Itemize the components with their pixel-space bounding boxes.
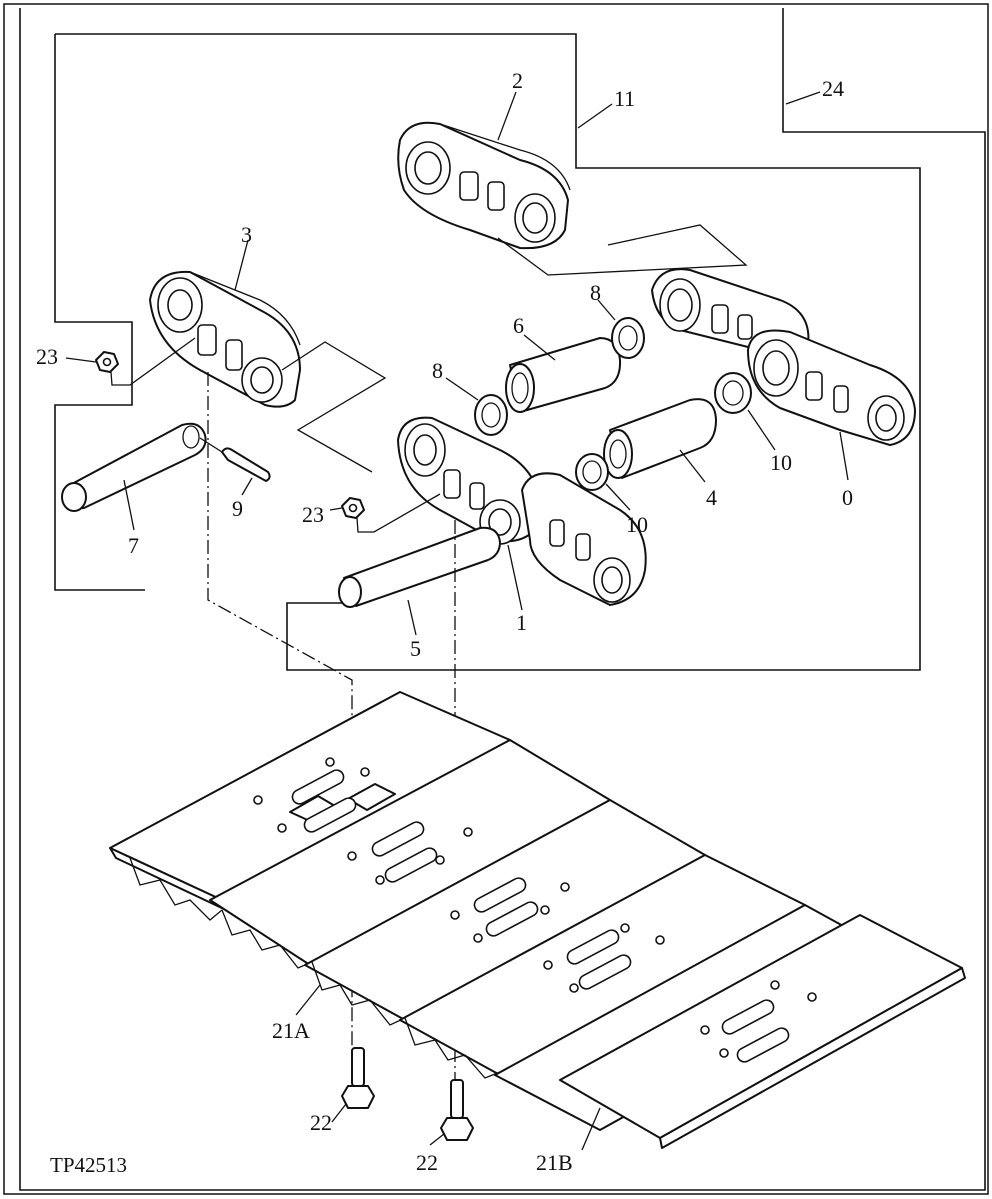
callout-11: 11 bbox=[614, 86, 635, 111]
track-shoe-21b bbox=[559, 914, 966, 1149]
callout-0: 0 bbox=[842, 485, 853, 510]
callout-22-right: 22 bbox=[416, 1150, 438, 1175]
track-link-0 bbox=[747, 329, 916, 446]
seal-8-left bbox=[474, 394, 508, 436]
pin-4 bbox=[603, 398, 717, 479]
leader-11 bbox=[577, 103, 613, 129]
leader-8-left bbox=[445, 377, 479, 401]
callout-10-right: 10 bbox=[770, 450, 792, 475]
callout-3: 3 bbox=[241, 222, 252, 247]
callout-10-left: 10 bbox=[626, 512, 648, 537]
leader-2 bbox=[497, 91, 517, 141]
seal-10-left bbox=[575, 453, 609, 491]
leader-21a bbox=[295, 984, 321, 1016]
group-outline-11-left bbox=[54, 34, 145, 591]
callout-5: 5 bbox=[410, 636, 421, 661]
leader-23-upper bbox=[65, 357, 97, 363]
callout-2: 2 bbox=[512, 68, 523, 93]
callout-21b: 21B bbox=[536, 1150, 573, 1175]
callout-8-right: 8 bbox=[590, 280, 601, 305]
leader-6 bbox=[523, 334, 556, 361]
leader-22-right bbox=[429, 1133, 445, 1146]
figure-id: TP42513 bbox=[50, 1153, 127, 1177]
callout-24: 24 bbox=[822, 76, 844, 101]
leader-8-right bbox=[597, 299, 616, 321]
leader-7 bbox=[123, 479, 135, 531]
callout-4: 4 bbox=[706, 485, 717, 510]
callout-9: 9 bbox=[232, 496, 243, 521]
leader-1 bbox=[507, 544, 523, 611]
track-link-3 bbox=[149, 270, 301, 408]
callout-21a: 21A bbox=[272, 1018, 310, 1043]
seal-10-right bbox=[714, 372, 752, 414]
nut-23-upper bbox=[95, 337, 196, 386]
bushing-6 bbox=[505, 337, 622, 413]
callout-23-lower: 23 bbox=[302, 502, 324, 527]
track-link-1-outer bbox=[521, 472, 647, 606]
leader-0 bbox=[839, 431, 849, 481]
callout-22-left: 22 bbox=[310, 1110, 332, 1135]
track-link-2 bbox=[397, 121, 571, 250]
leader-21b bbox=[581, 1107, 601, 1151]
guide-3 bbox=[281, 341, 387, 473]
pin-7 bbox=[61, 422, 207, 512]
seal-8-right bbox=[611, 317, 645, 359]
group-outline-11 bbox=[55, 33, 921, 671]
bolt-22-left bbox=[341, 1047, 375, 1109]
leader-9 bbox=[241, 477, 253, 496]
leader-24 bbox=[785, 91, 821, 105]
bolt-22-right bbox=[440, 1079, 474, 1141]
leader-4 bbox=[679, 449, 706, 483]
leader-10-right bbox=[747, 409, 776, 451]
callout-7: 7 bbox=[128, 533, 139, 558]
track-link-1 bbox=[397, 416, 541, 545]
guide-2 bbox=[497, 224, 748, 276]
callout-6: 6 bbox=[513, 313, 524, 338]
track-shoe-2 bbox=[209, 739, 611, 969]
leader-23-lower bbox=[329, 507, 343, 511]
callout-1: 1 bbox=[516, 610, 527, 635]
callout-8-left: 8 bbox=[432, 358, 443, 383]
leader-22-left bbox=[331, 1103, 347, 1123]
pin-5 bbox=[338, 526, 501, 608]
nut-23-lower bbox=[341, 493, 441, 533]
leader-10-left bbox=[605, 483, 631, 511]
track-shoe-3 bbox=[304, 799, 706, 1026]
callout-23-upper: 23 bbox=[36, 344, 58, 369]
leader-3 bbox=[234, 239, 249, 291]
group-outline-24 bbox=[19, 8, 986, 1191]
page-border bbox=[3, 3, 989, 1195]
cotter-pin-9 bbox=[199, 437, 271, 482]
leader-5 bbox=[407, 599, 417, 636]
